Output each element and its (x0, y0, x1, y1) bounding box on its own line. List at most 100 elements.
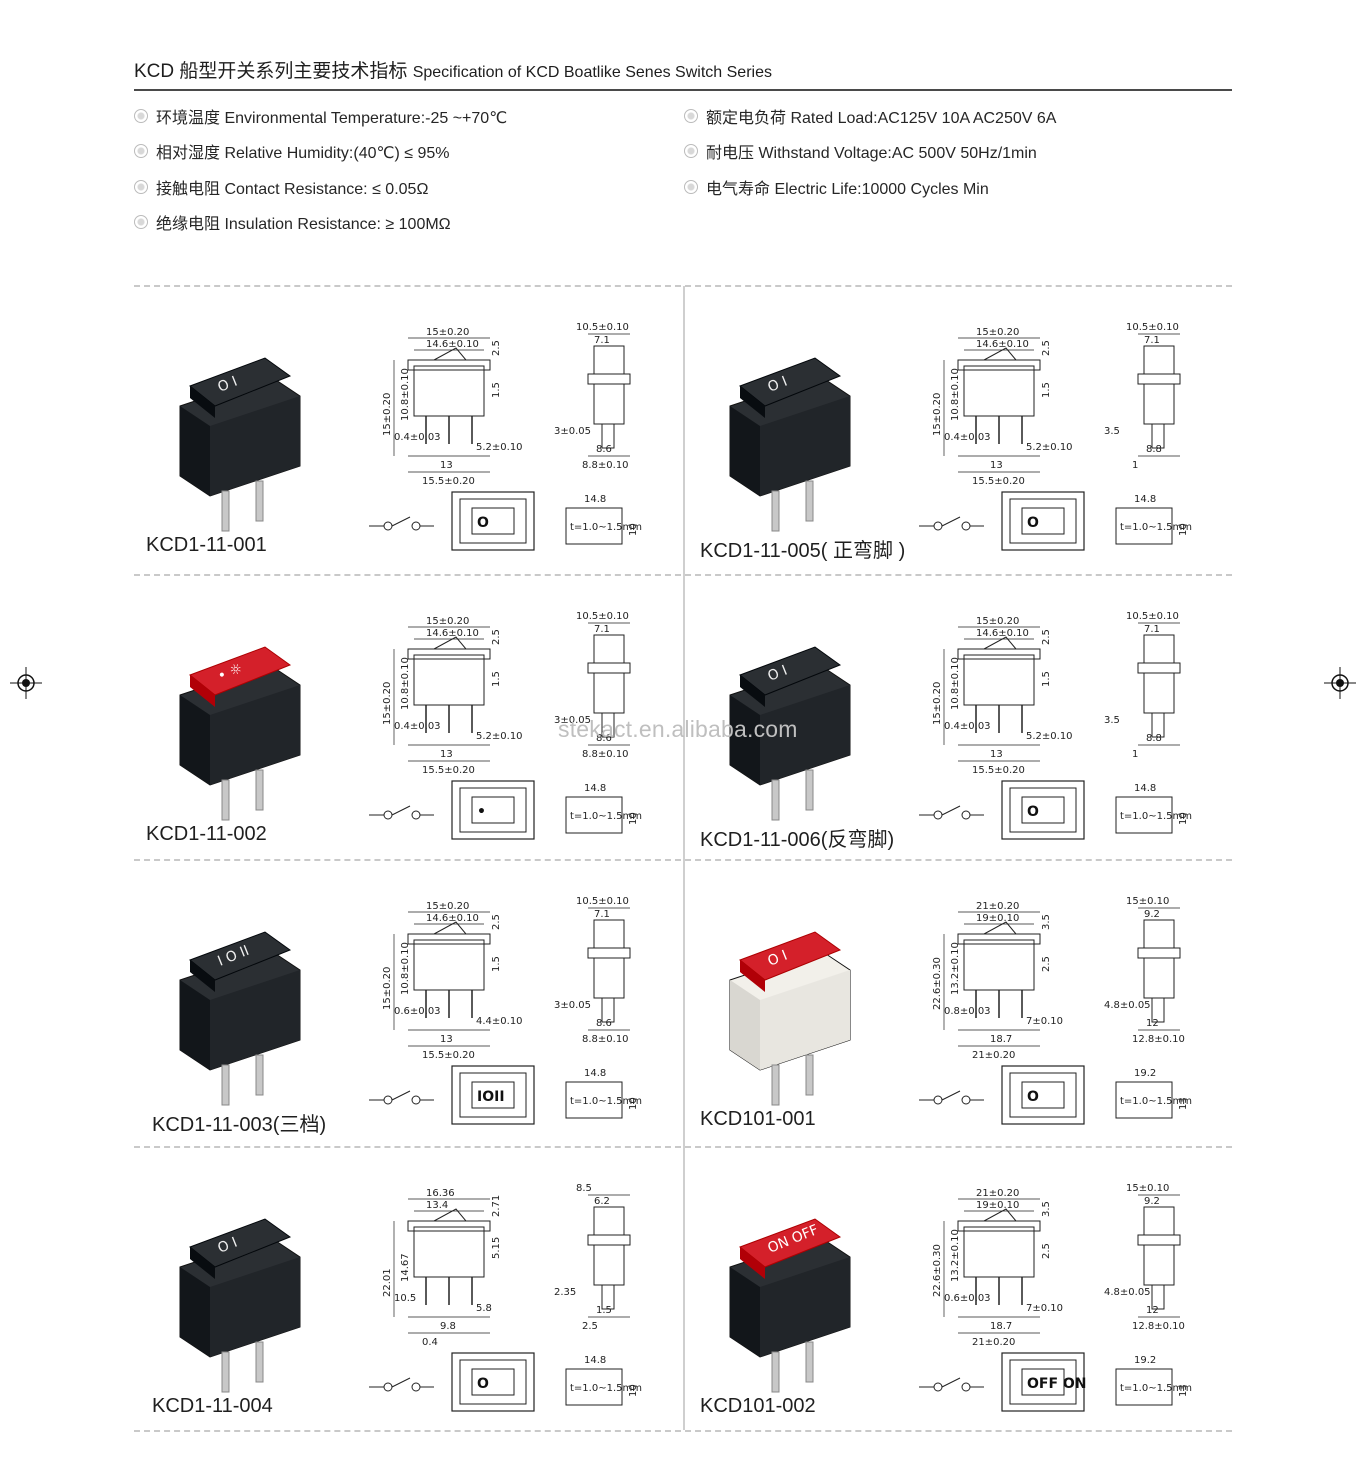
switch-photo: • ☼ (179, 646, 301, 821)
front-face-marks: O (477, 515, 489, 531)
dimension-label: 13 (1178, 1384, 1189, 1397)
dimension-label: 15±0.10 (1126, 896, 1169, 907)
outline-side-pin (1151, 997, 1165, 1023)
rocker-marks: O I (216, 1235, 240, 1257)
bullet-icon (134, 215, 148, 229)
outline-side-flange (587, 662, 631, 674)
dimension-label: 8.5 (576, 1183, 592, 1194)
dimension-label: 14.6±0.10 (976, 339, 1029, 350)
switch-rocker (738, 646, 842, 696)
dimension-label: 3.5 (1104, 715, 1120, 726)
model-label: KCD1-11-001 (146, 534, 267, 556)
dimension-label: 1 (1132, 749, 1138, 760)
outline-front (963, 1226, 1035, 1278)
switch-photo: O I (179, 1218, 301, 1393)
spec-item: 额定电负荷 Rated Load:AC125V 10A AC250V 6A (684, 104, 1056, 128)
outline-side (593, 634, 625, 664)
dimension-label: 1.5 (1041, 671, 1052, 687)
cutout-thickness: t=1.0~1.5mm (1120, 522, 1192, 533)
dimension-label: 2.5 (491, 340, 502, 356)
dimension-label: 1 (1132, 460, 1138, 471)
front-face-marks: IOII (477, 1089, 505, 1105)
switch-photo: ON OFF (729, 1218, 851, 1393)
switch-housing-side (180, 1267, 210, 1357)
outline-side (1143, 634, 1175, 664)
outline-flange (957, 648, 1041, 660)
dimension-label: 9.8 (440, 1321, 456, 1332)
model-label: KCD101-002 (700, 1395, 816, 1417)
switch-housing-side (730, 406, 760, 496)
switch-rocker (738, 357, 842, 407)
dimension-label: 2.5 (582, 1321, 598, 1332)
title-en: Specification of KCD Boatlike Senes Swit… (412, 64, 772, 81)
dimension-label: 15.5±0.20 (972, 765, 1025, 776)
switch-rocker (188, 646, 292, 696)
outline-flange (407, 648, 491, 660)
outline-side (593, 919, 625, 949)
outline-side (593, 345, 625, 375)
cutout-thickness: t=1.0~1.5mm (570, 1096, 642, 1107)
front-face-mid (1009, 787, 1077, 833)
panel-cutout (565, 507, 623, 545)
cutout-thickness: t=1.0~1.5mm (570, 811, 642, 822)
switch-rocker-side (740, 960, 765, 992)
bullet-icon (134, 144, 148, 158)
bullet-icon (684, 109, 698, 123)
outline-side-flange (1137, 1234, 1181, 1246)
dimension-label: 2.35 (554, 1287, 576, 1298)
front-face-inner (471, 507, 515, 535)
dimension-label: 15.5±0.20 (422, 1050, 475, 1061)
dimension-label: 2.5 (491, 629, 502, 645)
dimension-label: 19±0.10 (976, 913, 1019, 924)
switch-housing-side (730, 695, 760, 785)
front-face-inner (471, 1368, 515, 1396)
dimension-label: 10.5±0.10 (1126, 611, 1179, 622)
dimension-label: 8.6 (596, 733, 612, 744)
outline-side-body (593, 672, 625, 714)
switch-rocker-side (190, 386, 215, 418)
outline-front (413, 654, 485, 706)
outline-front (413, 365, 485, 417)
dimension-label: 19.2 (1134, 1068, 1156, 1079)
switch-pin (805, 480, 814, 522)
outline-side-body (1143, 957, 1175, 999)
model-label: KCD1-11-003(三档) (152, 1114, 327, 1136)
outline-flange (957, 359, 1041, 371)
outline-front (963, 939, 1035, 991)
outline-side-body (593, 383, 625, 425)
front-face-inner (1021, 507, 1065, 535)
circuit-node-icon (933, 810, 943, 820)
outline-front (963, 654, 1035, 706)
dimension-label: 13 (1178, 1097, 1189, 1110)
front-face-outer (451, 1065, 535, 1125)
outline-flange (957, 1220, 1041, 1232)
front-face-marks: OFF ON (1027, 1376, 1087, 1392)
front-face-outer (451, 491, 535, 551)
title-cn: KCD 船型开关系列主要技术指标 (134, 61, 408, 82)
cutout-thickness: t=1.0~1.5mm (1120, 1096, 1192, 1107)
dimension-label: 15±0.20 (976, 616, 1019, 627)
panel-cutout (1115, 1081, 1173, 1119)
spec-item: 相对湿度 Relative Humidity:(40℃) ≤ 95% (134, 139, 450, 163)
outline-side-flange (1137, 373, 1181, 385)
switch-photo: O I (729, 357, 851, 532)
dimension-label: 14.8 (584, 1355, 606, 1366)
circuit-node-icon (961, 1095, 971, 1105)
outline-flange (407, 1220, 491, 1232)
front-face-outer (1001, 1352, 1085, 1412)
dimension-label: 10 (628, 1384, 639, 1397)
switch-pin (221, 1351, 230, 1393)
switch-photo: O I (729, 931, 851, 1106)
circuit-node-icon (383, 1382, 393, 1392)
switch-rocker-side (190, 1247, 215, 1279)
dimension-label: 14.6±0.10 (426, 628, 479, 639)
dimension-label: 15±0.20 (382, 682, 393, 725)
rocker-marks: O I (766, 948, 790, 970)
switch-rocker (188, 931, 292, 981)
switch-housing-front (760, 396, 850, 496)
outline-rocker (983, 921, 1018, 935)
dimension-label: 19±0.10 (976, 1200, 1019, 1211)
front-face-marks: • (477, 804, 486, 820)
